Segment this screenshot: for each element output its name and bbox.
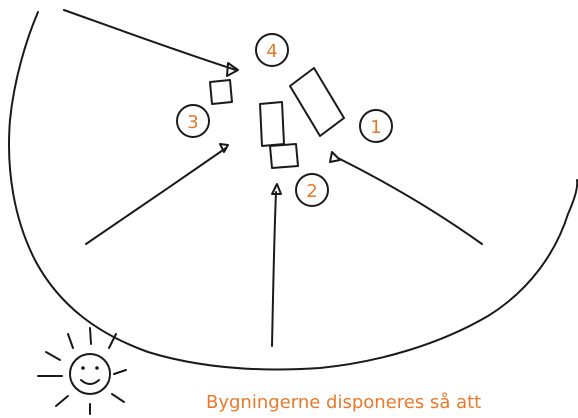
site-boundary-arc (8, 11, 578, 371)
building-3 (209, 79, 233, 105)
caption-text: Bygningerne disponeres så att (206, 392, 482, 413)
arrowhead-left (219, 143, 229, 153)
label-4-marker: 4 (255, 33, 289, 67)
label-3-marker: 3 (176, 104, 210, 138)
label-1-marker: 1 (359, 109, 393, 143)
label-4: 4 (266, 41, 277, 62)
arrow-top-left (63, 9, 237, 71)
label-3: 3 (187, 112, 198, 133)
building-2 (259, 101, 299, 169)
arrow-bottom (271, 191, 277, 347)
sun-smiley-icon (37, 327, 127, 415)
arrowhead-right (329, 151, 341, 163)
arrowhead-bottom (271, 183, 282, 195)
label-2-marker: 2 (295, 173, 329, 207)
arrow-right (337, 157, 483, 245)
label-2: 2 (306, 181, 317, 202)
building-1 (289, 67, 345, 137)
arrowhead-top-left (226, 62, 239, 77)
arrow-left (85, 147, 227, 245)
label-1: 1 (370, 117, 381, 138)
